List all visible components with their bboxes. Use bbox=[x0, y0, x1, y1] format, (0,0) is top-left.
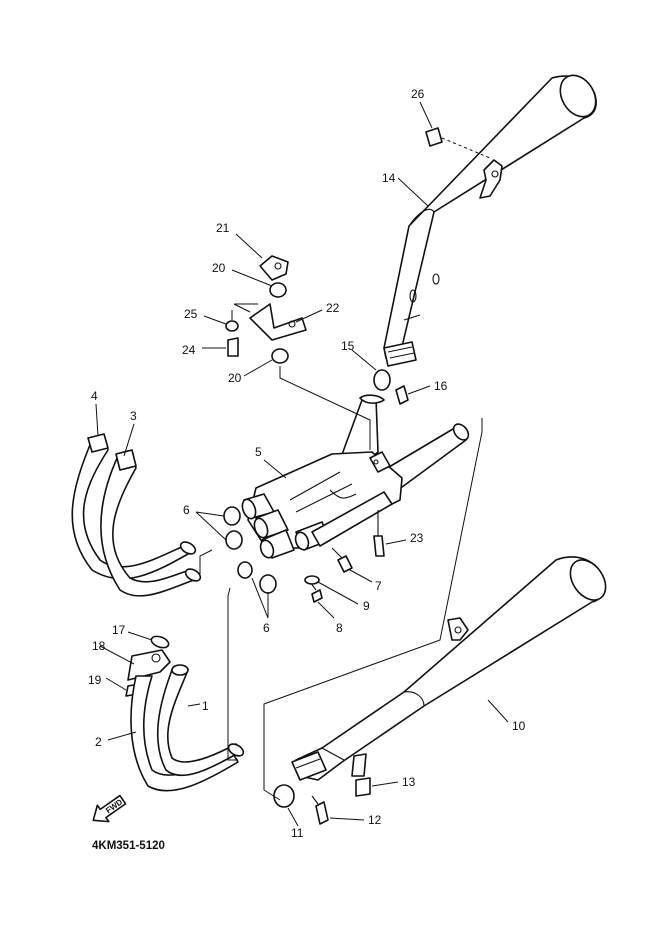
callout-2: 2 bbox=[95, 735, 102, 749]
callout-4: 4 bbox=[91, 389, 98, 403]
callout-3: 3 bbox=[130, 409, 137, 423]
assembly-lines bbox=[199, 303, 483, 801]
callout-10: 10 bbox=[512, 719, 526, 733]
callout-13: 13 bbox=[402, 775, 416, 789]
exhaust-pipes-1-2 bbox=[125, 635, 245, 792]
callout-9: 9 bbox=[363, 599, 370, 613]
leader-lines bbox=[95, 101, 509, 827]
callout-8: 8 bbox=[336, 621, 343, 635]
callout-22: 22 bbox=[326, 301, 340, 315]
callout-15: 15 bbox=[341, 339, 355, 353]
callout-14: 14 bbox=[382, 171, 396, 185]
callout-6-upper: 6 bbox=[183, 503, 190, 517]
exhaust-pipes-3-4 bbox=[71, 433, 202, 597]
callout-20-lower: 20 bbox=[228, 371, 242, 385]
callout-16: 16 bbox=[434, 379, 448, 393]
small-hardware bbox=[223, 127, 491, 825]
callout-25: 25 bbox=[184, 307, 198, 321]
callout-7: 7 bbox=[375, 579, 382, 593]
callout-18: 18 bbox=[92, 639, 106, 653]
callout-6-lower: 6 bbox=[263, 621, 270, 635]
callout-20-upper: 20 bbox=[212, 261, 226, 275]
callout-11: 11 bbox=[291, 826, 304, 840]
collector-pipe bbox=[241, 394, 470, 559]
callout-21: 21 bbox=[216, 221, 230, 235]
callout-1: 1 bbox=[202, 699, 209, 713]
lower-muffler bbox=[291, 556, 607, 781]
callout-5: 5 bbox=[255, 445, 262, 459]
fwd-arrow-icon: FWD bbox=[92, 794, 127, 823]
callout-24: 24 bbox=[182, 343, 196, 357]
callout-12: 12 bbox=[368, 813, 382, 827]
callout-23: 23 bbox=[410, 531, 424, 545]
callout-19: 19 bbox=[88, 673, 102, 687]
callout-17: 17 bbox=[112, 623, 126, 637]
callout-numbers: 1 2 3 4 5 6 6 7 8 9 10 11 12 13 14 15 16… bbox=[88, 87, 526, 840]
diagram-code: 4KM351-5120 bbox=[92, 840, 165, 852]
callout-26: 26 bbox=[411, 87, 425, 101]
upper-muffler bbox=[383, 74, 597, 367]
